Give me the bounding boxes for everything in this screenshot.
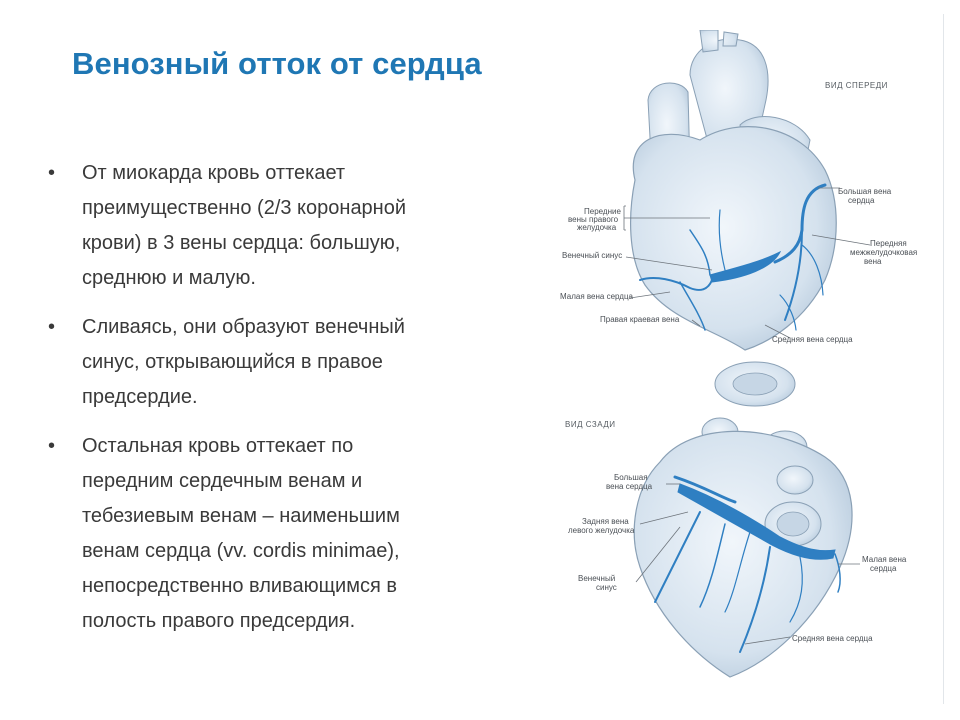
label-anterior-right-veins: желудочка <box>577 223 617 232</box>
vessel-lumen-shape <box>776 511 810 537</box>
bullet-line: венам сердца (vv. cordis minimae), <box>82 540 400 562</box>
anterior-right-ventricle-vein-line <box>689 229 711 276</box>
small-cardiac-vein-line <box>834 553 841 593</box>
label-right-marginal-vein: Правая краевая вена <box>600 315 680 324</box>
posterior-lv-vein-line <box>699 523 726 608</box>
slide-title: Венозный отток от сердца <box>72 46 482 81</box>
right-border-line <box>943 14 944 704</box>
leader-lines <box>635 483 860 645</box>
great-cardiac-vein-line <box>673 475 737 504</box>
label-posterior-lv-vein: Задняя вена <box>582 517 629 526</box>
leader-lines <box>623 187 871 339</box>
label-small-cardiac-vein: Малая вена сердца <box>560 292 634 301</box>
label-coronary-sinus: синус <box>596 583 617 592</box>
label-anterior-right-veins: вены правого <box>568 215 619 224</box>
bullet-line: непосредственно вливающимся в <box>82 575 397 597</box>
bullet-dot-icon: • <box>48 162 56 184</box>
bullet-line: тебезиевым венам – наименьшим <box>82 505 400 527</box>
label-anterior-interventricular-vein: межжелудочковая <box>850 248 917 257</box>
branch-vein-line <box>801 244 824 296</box>
bullet-line: передним сердечным венам и <box>82 470 363 492</box>
coronary-sinus-shape <box>709 250 782 283</box>
bullet-line: среднюю и малую. <box>82 267 256 289</box>
small-cardiac-vein-line <box>639 277 713 291</box>
label-great-cardiac-vein: Большая <box>614 473 648 482</box>
anterior-interventricular-vein-line <box>784 229 803 321</box>
label-great-cardiac-vein: вена сердца <box>606 482 653 491</box>
vessel-opening-shape <box>776 465 814 495</box>
bullet-line: крови) в 3 вены сердца: большую, <box>82 232 401 254</box>
bullet-item: • Остальная кровь оттекает по передним с… <box>42 429 512 639</box>
label-great-cardiac-vein: Большая вена <box>838 187 892 196</box>
bullet-line: преимущественно (2/3 коронарной <box>82 197 407 219</box>
label-coronary-sinus: Венечный <box>578 574 615 583</box>
middle-cardiac-vein-line <box>739 546 771 653</box>
bullet-item: • От миокарда кровь оттекает преимуществ… <box>42 156 512 296</box>
heart-front-illustration: ВИД СПЕРЕДИ Передние вены правого желудо… <box>540 30 940 360</box>
label-coronary-sinus: Венечный синус <box>562 251 622 260</box>
branch-vein-line <box>789 556 803 623</box>
right-marginal-vein-line <box>679 281 706 331</box>
label-anterior-interventricular-vein: Передняя <box>870 239 907 248</box>
label-middle-cardiac-vein: Средняя вена сердца <box>792 634 873 643</box>
anterior-right-ventricle-vein-line <box>718 209 726 271</box>
bullet-line: Сливаясь, они образуют венечный <box>82 316 405 338</box>
bullet-dot-icon: • <box>48 435 56 457</box>
posterior-lv-vein-line <box>654 511 701 603</box>
label-small-cardiac-vein: сердца <box>870 564 897 573</box>
bullet-line: полость правого предсердия. <box>82 610 356 632</box>
label-anterior-interventricular-vein: вена <box>864 257 882 266</box>
bullet-item: • Сливаясь, они образуют венечный синус,… <box>42 310 512 415</box>
bullet-line: Остальная кровь оттекает по <box>82 435 354 457</box>
label-small-cardiac-vein: Малая вена <box>862 555 907 564</box>
aortic-branch-shape <box>699 30 739 53</box>
back-view-label: ВИД СЗАДИ <box>565 420 616 429</box>
heart-back-illustration: ВИД СЗАДИ Большая вена сердца Задняя вен… <box>540 352 940 692</box>
bullet-line: предсердие. <box>82 386 198 408</box>
vessel-lumen-shape <box>732 372 778 396</box>
label-posterior-lv-vein: левого желудочка <box>568 526 635 535</box>
label-middle-cardiac-vein: Средняя вена сердца <box>772 335 853 344</box>
branch-vein-line <box>724 531 751 613</box>
label-anterior-right-veins: Передние <box>584 207 621 216</box>
label-great-cardiac-vein: сердца <box>848 196 875 205</box>
bullet-dot-icon: • <box>48 316 56 338</box>
bullet-line: От миокарда кровь оттекает <box>82 162 346 184</box>
front-view-label: ВИД СПЕРЕДИ <box>825 81 888 90</box>
bullet-line: синус, открывающийся в правое <box>82 351 383 373</box>
coronary-sinus-shape <box>677 483 836 560</box>
heart-body-shape <box>630 126 837 351</box>
branch-vein-line <box>779 294 797 331</box>
bullet-list: • От миокарда кровь оттекает преимуществ… <box>42 156 512 653</box>
